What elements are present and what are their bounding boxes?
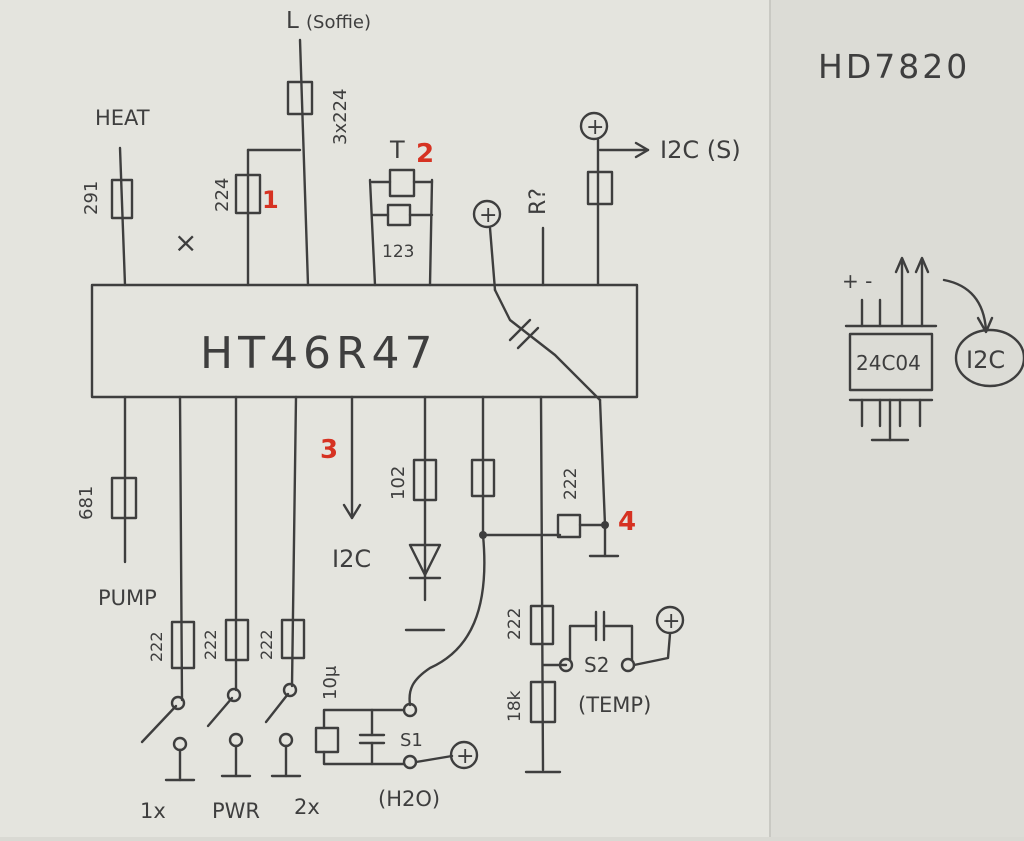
btn1-resistor (170, 620, 196, 670)
heat-resistor-value: 291 (81, 181, 102, 215)
eeprom-bus-label: I2C (966, 346, 1005, 374)
s1-caption: (H2O) (378, 787, 440, 811)
s2-label: S2 (584, 653, 609, 677)
eeprom-pin-signs: + - (842, 269, 872, 293)
marker-1: 1 (262, 186, 279, 214)
s1-network-bottom (322, 750, 406, 766)
t-resistor-value: 123 (382, 242, 414, 262)
btn2-resistor-value: 222 (201, 629, 220, 660)
cap-diag-wire (493, 288, 602, 402)
s1-plus-sign: + (456, 744, 474, 769)
btn2-contact-top (226, 687, 242, 703)
s1-pullup-resistor (470, 458, 496, 498)
btn3-contact-top (282, 682, 298, 698)
btn1-contact-top (170, 695, 186, 711)
board-title: HD7820 (818, 47, 970, 86)
s2-plus-wire (632, 632, 672, 667)
cap-10u-value: 10μ (320, 665, 341, 700)
r-unknown-label: R? (526, 188, 551, 215)
marker-3: 3 (320, 435, 338, 465)
plus-terminal-left (472, 199, 502, 229)
btn3-resistor-value: 222 (257, 629, 276, 660)
i2c-label: I2C (332, 545, 371, 573)
mcu-pin-down (598, 398, 607, 527)
btn2-lever (206, 696, 234, 728)
paper-sheet (0, 0, 770, 837)
eeprom-pin-3-arrow (894, 256, 910, 274)
s2-cap-wire-2 (602, 624, 634, 662)
btn2-label: PWR (212, 799, 260, 823)
eeprom-chip (848, 332, 934, 392)
pump-label: PUMP (98, 586, 157, 610)
s2-plus-terminal (655, 605, 685, 635)
btn2-resistor (224, 618, 250, 662)
t-wire-left (368, 178, 377, 287)
divider-resistor-bottom (529, 680, 557, 724)
led-diode (408, 543, 442, 577)
l-label: L (286, 8, 299, 34)
t-wire-right (428, 178, 434, 287)
t-label: T (389, 136, 405, 164)
pump-resistor-value: 681 (76, 486, 97, 520)
led-resistor (412, 458, 438, 502)
nc-mark: × (174, 226, 197, 259)
btn3-resistor (280, 618, 306, 660)
r1-resistor (234, 173, 262, 215)
heat-label: HEAT (95, 106, 150, 130)
pump-resistor (110, 476, 138, 520)
r4-value: 222 (561, 468, 581, 500)
i2cs-resistor (586, 170, 614, 206)
cap-plate-a (508, 318, 532, 342)
l-resistor (286, 80, 314, 116)
s1-network-top (322, 708, 406, 730)
btn1-wire (178, 395, 184, 702)
cap-plate-b (516, 326, 540, 350)
s2-plus-sign: + (662, 609, 680, 634)
s1-plus-wire (414, 754, 454, 764)
i2cs-label: I2C (S) (660, 136, 741, 164)
s2-caption: (TEMP) (578, 693, 651, 717)
plus-sign-left: + (479, 203, 497, 228)
btn3-wire (290, 395, 298, 688)
eeprom-bus-bubble (954, 328, 1024, 388)
eeprom-pin-4-arrow (914, 256, 930, 274)
s2-contact-left (558, 657, 574, 673)
eeprom-bus-arrowhead (976, 316, 994, 334)
plus-terminal-right (579, 111, 609, 141)
divider-resistor-top (529, 604, 555, 646)
plus-sign-right: + (586, 115, 604, 140)
divider-bottom-value: 18k (505, 690, 525, 722)
plus-wire-left (488, 226, 497, 292)
eeprom-label: 24C04 (856, 351, 921, 375)
s1-label: S1 (400, 730, 423, 751)
eeprom-bus-arrow (942, 278, 988, 332)
btn1-resistor-value: 222 (147, 631, 166, 662)
marker-2: 2 (416, 139, 434, 169)
r1-value: 224 (212, 178, 233, 212)
i2c-arrowhead (342, 503, 362, 520)
divider-wire (539, 395, 545, 772)
btn1-label: 1x (140, 799, 166, 823)
btn1-lever (140, 704, 178, 744)
btn3-label: 2x (294, 795, 320, 819)
i2cs-arrowhead (634, 141, 650, 159)
heat-resistor (110, 178, 134, 220)
mcu-chip (90, 283, 639, 399)
led-resistor-value: 102 (388, 466, 409, 500)
btn3-lever (264, 692, 290, 724)
mcu-label: HT46R47 (200, 328, 438, 379)
l-note: (Soffie) (306, 12, 371, 33)
s1-curve-wire (408, 533, 486, 707)
marker-4: 4 (618, 507, 636, 537)
s1-plus-terminal (449, 740, 479, 770)
l-resistor-value: 3x224 (330, 89, 351, 145)
s1-crystal (314, 726, 340, 754)
s2-cap-wire (568, 624, 598, 662)
divider-top-value: 222 (505, 608, 525, 640)
heat-wire (118, 146, 127, 287)
